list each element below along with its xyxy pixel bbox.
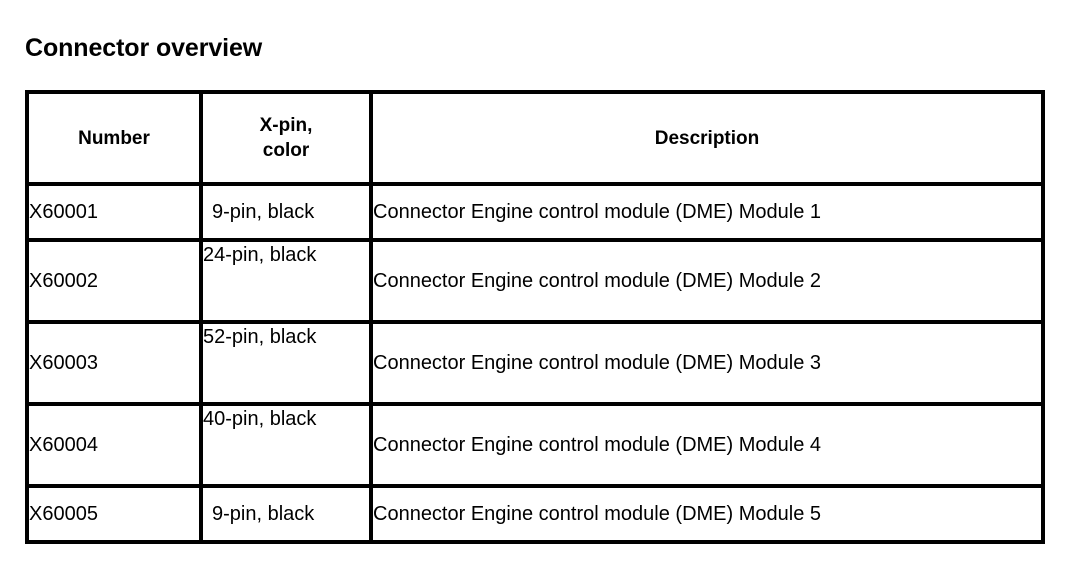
cell-number: X60001 <box>25 182 203 242</box>
cell-number: X60005 <box>25 484 203 544</box>
cell-number: X60003 <box>25 320 203 406</box>
cell-xpin-color: 40-pin, black <box>199 402 373 488</box>
connector-overview-table: Number X-pin, color Description X60001 9… <box>25 90 1045 544</box>
page-title: Connector overview <box>25 33 263 62</box>
cell-xpin-color: 52-pin, black <box>199 320 373 406</box>
cell-xpin-color: 9-pin, black <box>199 182 373 242</box>
cell-description: Connector Engine control module (DME) Mo… <box>369 402 1045 488</box>
cell-number: X60004 <box>25 402 203 488</box>
column-header-xpin-color: X-pin, color <box>199 90 373 186</box>
cell-number: X60002 <box>25 238 203 324</box>
cell-description: Connector Engine control module (DME) Mo… <box>369 238 1045 324</box>
column-header-description: Description <box>369 90 1045 186</box>
table-row: X60003 52-pin, black Connector Engine co… <box>25 320 1045 406</box>
column-header-number: Number <box>25 90 203 186</box>
cell-xpin-color: 9-pin, black <box>199 484 373 544</box>
cell-description: Connector Engine control module (DME) Mo… <box>369 182 1045 242</box>
cell-xpin-color: 24-pin, black <box>199 238 373 324</box>
connector-table-container: Number X-pin, color Description X60001 9… <box>25 90 1045 544</box>
table-row: X60002 24-pin, black Connector Engine co… <box>25 238 1045 324</box>
table-row: X60004 40-pin, black Connector Engine co… <box>25 402 1045 488</box>
table-body: X60001 9-pin, black Connector Engine con… <box>25 182 1045 544</box>
table-header: Number X-pin, color Description <box>25 90 1045 186</box>
cell-description: Connector Engine control module (DME) Mo… <box>369 320 1045 406</box>
column-header-description-label: Description <box>654 127 760 149</box>
table-header-row: Number X-pin, color Description <box>25 90 1045 186</box>
column-header-xpin-label-line2: color <box>262 140 310 161</box>
column-header-number-label: Number <box>78 127 150 149</box>
table-row: X60005 9-pin, black Connector Engine con… <box>25 484 1045 544</box>
table-row: X60001 9-pin, black Connector Engine con… <box>25 182 1045 242</box>
cell-description: Connector Engine control module (DME) Mo… <box>369 484 1045 544</box>
column-header-xpin-label-line1: X-pin, <box>259 115 313 136</box>
